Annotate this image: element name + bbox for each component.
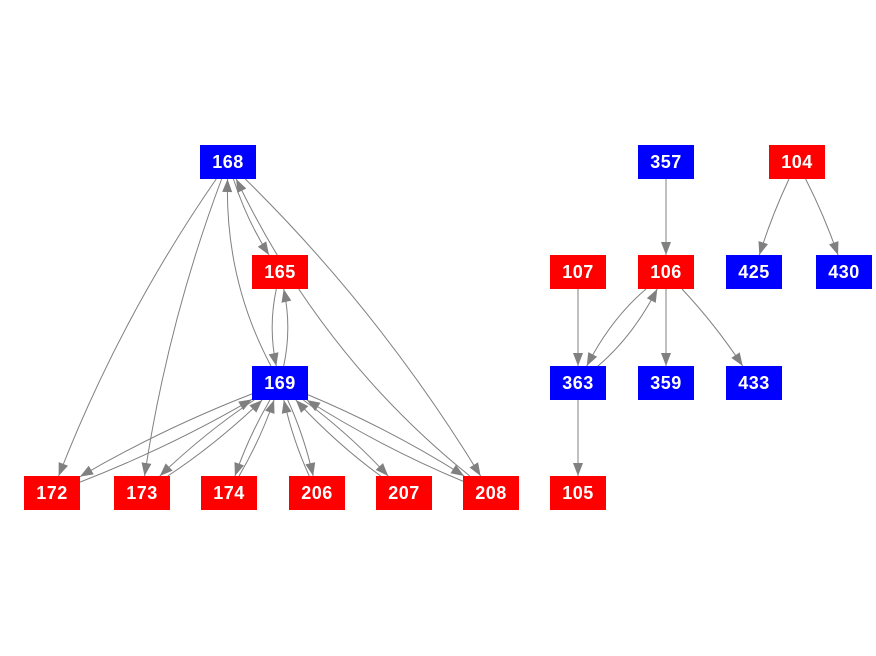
arrowhead [375,463,389,476]
graph-edge-169-to-206 [287,399,316,477]
graph-edge-169-to-172 [79,393,253,478]
arrowhead [281,289,292,303]
graph-edge-206-to-169 [281,399,310,477]
arrowhead [58,462,69,476]
graph-node-104[interactable]: 104 [769,145,825,179]
graph-node-169[interactable]: 169 [252,366,308,400]
graph-edge-357-to-106 [661,178,671,255]
graph-node-359[interactable]: 359 [638,366,694,400]
graph-edge-208-to-168 [235,178,471,477]
arrowhead [661,242,671,255]
arrowhead [731,352,743,366]
graph-edge-169-to-168 [222,178,272,367]
graph-node-433[interactable]: 433 [726,366,782,400]
graph-node-425[interactable]: 425 [726,255,782,289]
arrowhead [661,353,671,366]
arrowhead [646,289,658,303]
arrowhead [450,464,465,476]
graph-edge-106-to-363 [586,288,647,367]
graph-edge-168-to-208 [244,178,482,477]
arrowhead [469,462,481,476]
graph-node-107[interactable]: 107 [550,255,606,289]
graph-edge-169-to-174 [234,399,271,477]
graph-edge-174-to-169 [238,399,275,477]
arrowhead [295,400,309,413]
graph-node-174[interactable]: 174 [201,476,257,510]
graph-edge-165-to-169 [268,288,279,367]
graph-node-168[interactable]: 168 [200,145,256,179]
arrowhead [758,241,769,255]
arrowhead [222,179,233,193]
arrowhead [306,400,321,412]
graph-node-357[interactable]: 357 [638,145,694,179]
graph-node-208[interactable]: 208 [463,476,519,510]
arrowhead [249,400,263,413]
graph-edge-106-to-433 [681,288,744,367]
arrowhead [141,462,152,476]
graph-edge-208-to-169 [306,399,464,482]
graph-node-173[interactable]: 173 [114,476,170,510]
arrowhead [265,400,275,414]
graph-edge-169-to-173 [159,399,255,477]
graph-edge-107-to-363 [573,289,583,366]
graph-node-106[interactable]: 106 [638,255,694,289]
graph-edge-168-to-172 [58,178,217,477]
graph-node-165[interactable]: 165 [252,255,308,289]
graph-edge-168-to-165 [232,178,270,256]
graph-node-105[interactable]: 105 [550,476,606,510]
arrowhead [281,400,292,414]
graph-node-363[interactable]: 363 [550,366,606,400]
arrowhead [586,352,598,366]
graph-edge-104-to-425 [758,178,790,256]
arrowhead [159,463,173,476]
arrowhead [573,463,583,476]
graph-edge-363-to-106 [597,288,658,367]
graph-edge-106-to-359 [661,288,671,366]
graph-node-172[interactable]: 172 [24,476,80,510]
graph-edge-169-to-165 [281,288,292,367]
graph-edge-168-to-173 [141,178,223,477]
graph-edge-207-to-169 [295,399,381,477]
graph-node-430[interactable]: 430 [816,255,872,289]
arrowhead [829,241,839,255]
graph-edge-169-to-208 [307,394,465,477]
graph-edge-363-to-105 [573,400,583,476]
graph-node-206[interactable]: 206 [289,476,345,510]
graph-edge-172-to-169 [79,398,253,483]
graph-edge-173-to-169 [167,399,263,477]
graph-edge-104-to-430 [805,178,839,256]
arrowhead [238,399,252,411]
arrowhead [305,462,316,476]
arrowhead [234,462,244,476]
graph-node-207[interactable]: 207 [376,476,432,510]
arrowhead [573,353,583,366]
arrowhead [268,352,279,366]
arrowhead [257,241,270,255]
arrowhead [236,179,247,193]
arrowhead [80,465,94,477]
